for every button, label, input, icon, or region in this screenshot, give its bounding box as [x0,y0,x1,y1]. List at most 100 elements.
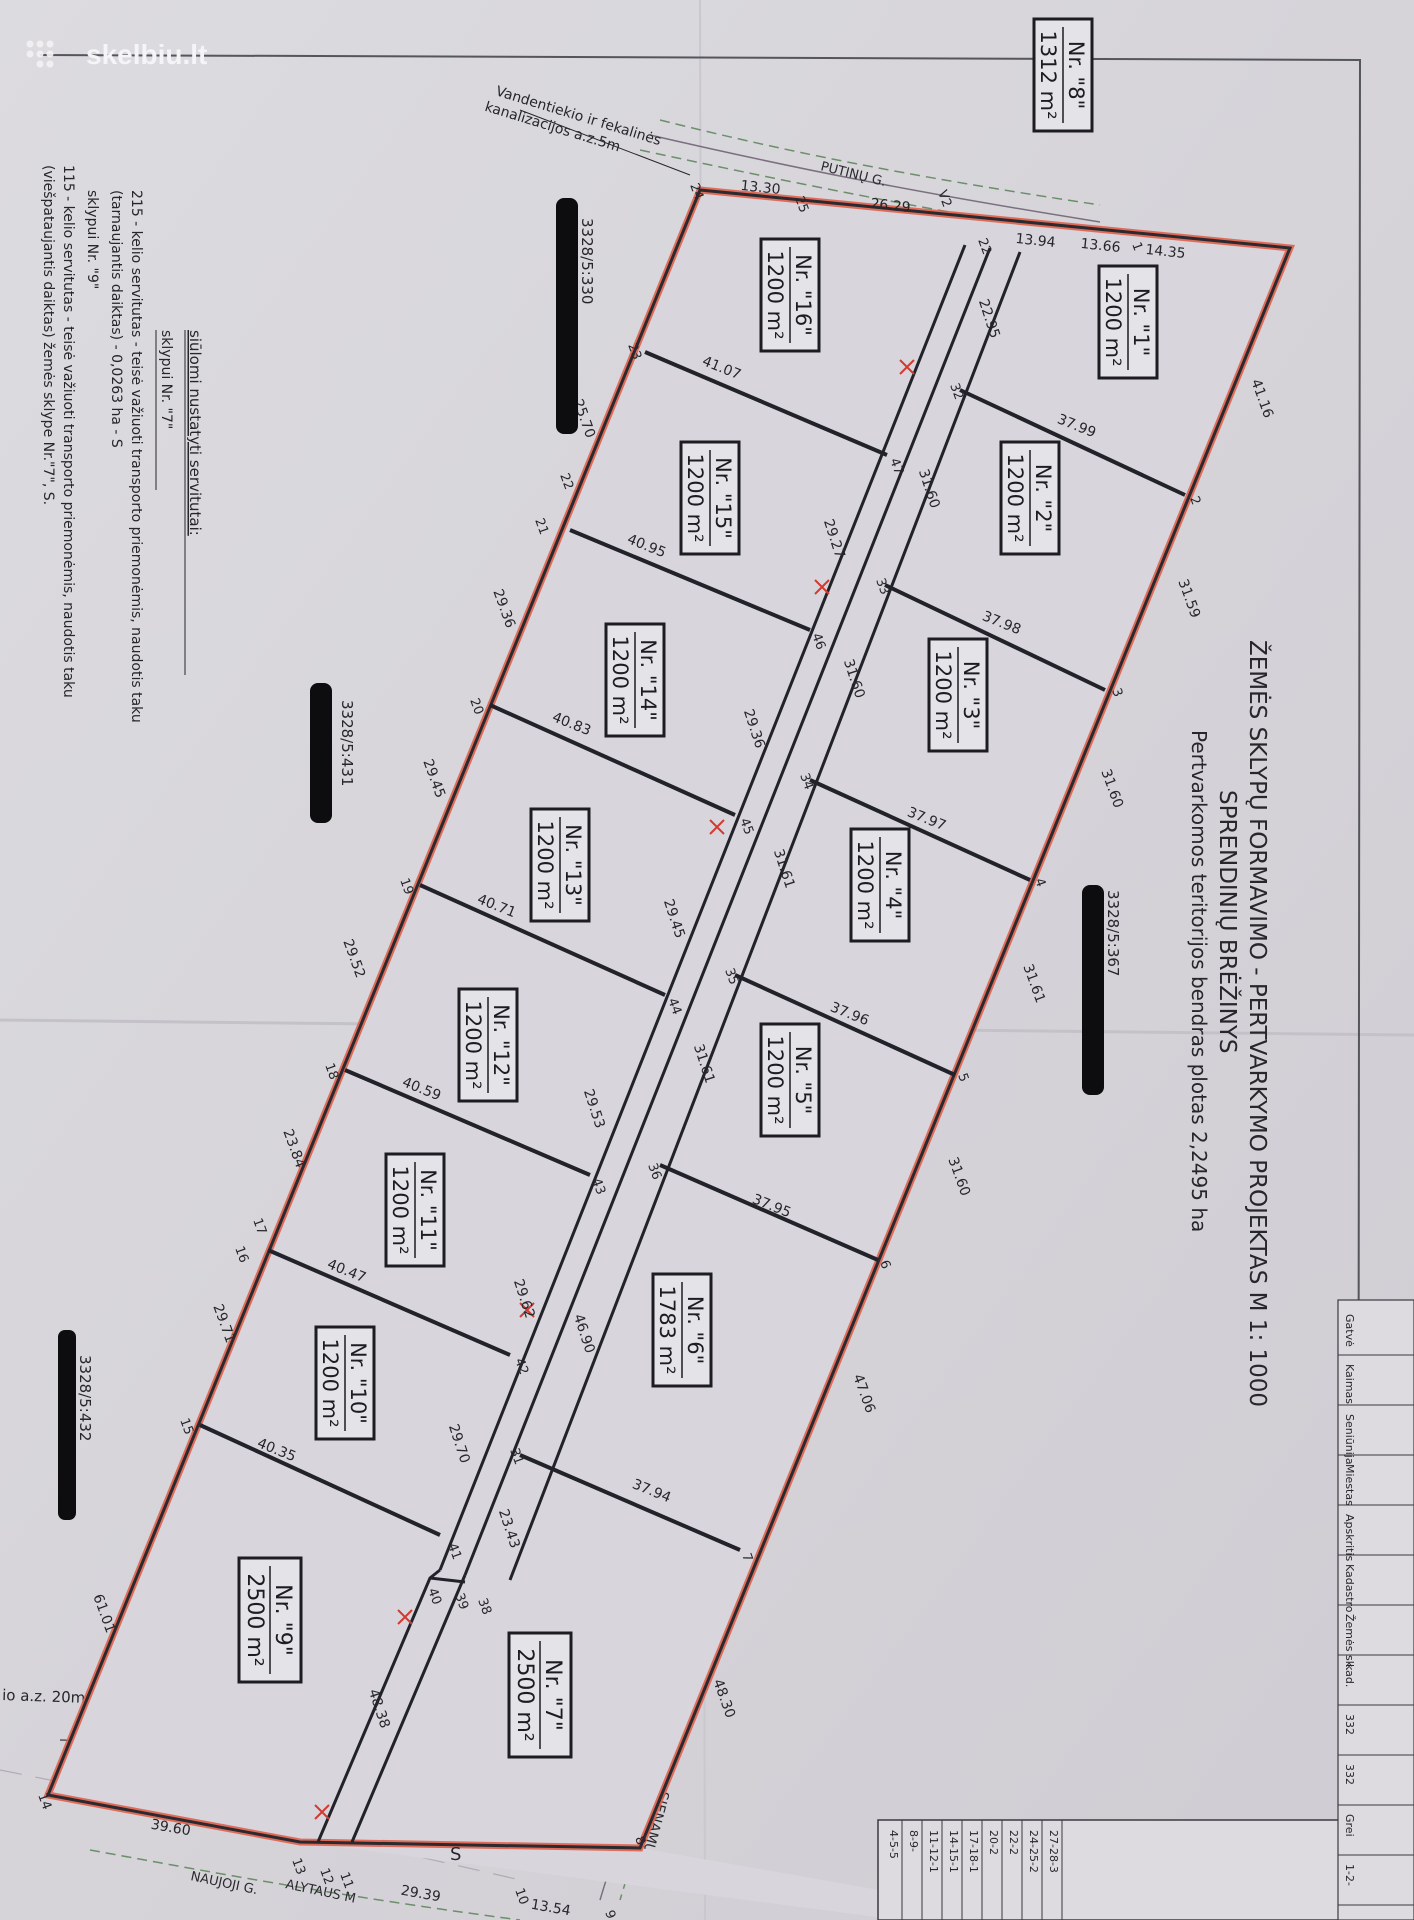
point-number: 43 [588,1176,608,1197]
neighbor-top-right: 3328/5:367 [1082,885,1122,1095]
parcel-area: 2500 m² [512,1648,537,1741]
parcel-number: Nr. "1" [1129,288,1153,356]
point-number: 39 [451,1591,471,1612]
servitude-heading: siūlomi nustatyti servitutai: [186,330,204,536]
table-cell: 11-12-1 [927,1830,940,1873]
parcel-number: Nr. "4" [881,851,905,919]
title-line-3: Pertvarkomos teritorijos bendras plotas … [1187,730,1211,1232]
servitude-215a: 215 - kelio servitutas - teisė važiuoti … [128,190,144,723]
table-cell: 20-2 [987,1830,1000,1855]
parcel-number: Nr. "6" [683,1296,707,1364]
neighbor-label-middle-left: 3328/5:431 [338,700,356,786]
servitude-parcel9: sklypui Nr. "9" [84,190,100,289]
watermark-text: skelbiu.lt [86,39,207,70]
parcel-label: Nr. "2"1200 m² [999,440,1061,556]
point-number: 47 [886,456,906,477]
parcel-number: Nr. "13" [561,824,585,906]
table-cell: 17-18-1 [967,1830,980,1873]
point-number: 19 [396,876,416,897]
site-boundary-fill [48,190,1290,1920]
point-number: 16 [231,1244,251,1265]
point-number: 22 [556,471,576,492]
point-number: 35 [721,966,741,987]
parcel-area: 1200 m² [683,454,707,543]
point-number: 14 [34,1791,54,1812]
right-edge-table: GatvėKaimasSeniūnijaMiestasApskritisKada… [1337,1299,1414,1920]
point-number: 13 [288,1856,308,1877]
title-line-1: ŽEMĖS SKLYPŲ FORMAVIMO - PERTVARKYMO PRO… [1244,640,1272,1407]
parcel-label: Nr. "7"2500 m² [507,1631,573,1759]
parcel-number: Nr. "3" [959,661,983,729]
point-number: 22 [974,236,994,257]
point-number: 12 [316,1866,336,1887]
point-number: 10 [511,1886,531,1907]
parcel-area: 2500 m² [242,1573,267,1666]
servitude-115a: 115 - kelio servitutas - teisė važiuoti … [60,165,76,698]
parcel-area: 1200 m² [763,251,787,340]
right-parcel-dividers [519,388,1186,1552]
parcel-number: Nr. "9" [270,1584,295,1656]
parcel-number: Nr. "15" [711,457,735,539]
servitude-parcel7: sklypui Nr. "7" [158,330,174,429]
parcel-number: Nr. "2" [1031,464,1055,532]
parcel-label: Nr. "8"1312 m² [1032,17,1094,133]
title-line-2: SPRENDINIŲ BRĖŽINYS [1214,790,1242,1054]
point-number: 24 [686,181,706,202]
parcel-label: Nr. "4"1200 m² [849,827,911,943]
parcel-area: 1200 m² [388,1166,412,1255]
parcel-number: Nr. "8" [1064,41,1088,109]
dots-grid-icon [26,40,54,68]
servitude-115b: (viešpataujantis daiktas) žemės sklype N… [40,165,56,505]
point-number: 21 [531,516,551,537]
parcel-label: Nr. "3"1200 m² [927,637,989,753]
point-number: 41 [444,1541,464,1562]
dimension-bottom: 39.60 [150,1817,192,1840]
servitude-notes: siūlomi nustatyti servitutai: sklypui Nr… [40,165,204,723]
parcel-number: Nr. "12" [489,1004,513,1086]
table-cell: 332 [1343,1764,1356,1785]
table-cell: Grei [1343,1814,1356,1837]
table-cell: 4-5-5 [887,1830,900,1859]
parcel-area: 1200 m² [533,821,557,910]
parcel-number: Nr. "10" [346,1342,370,1424]
letter-s: S [450,1844,461,1865]
point-number: 18 [321,1061,341,1082]
point-number: 40 [424,1586,444,1607]
parcel-label: Nr. "5"1200 m² [759,1022,821,1138]
table-cell: Apskritis [1343,1514,1356,1562]
point-number: 38 [474,1596,494,1617]
parcel-number: Nr. "16" [791,254,815,336]
point-number: 20 [466,696,486,717]
table-cell: 14-15-1 [947,1830,960,1873]
point-number: 44 [664,996,684,1017]
point-number: 9 [601,1908,618,1920]
table-cell: Kaimas [1343,1364,1356,1404]
parcel-number: Nr. "14" [636,639,660,721]
dimension-top: 26.29 [870,196,912,216]
parcel-label: Nr. "9"2500 m² [237,1556,303,1684]
point-number: 33 [872,576,892,597]
parcel-label: Nr. "12"1200 m² [457,987,519,1103]
table-cell: 27-28-3 [1047,1830,1060,1873]
point-number: V2 [934,188,954,209]
parcel-area: 1200 m² [461,1001,485,1090]
table-cell: 1-2- [1343,1864,1356,1886]
table-cell: Miestas [1343,1464,1356,1506]
parcel-number: Nr. "5" [791,1046,815,1114]
table-cell: Seniūnija [1343,1414,1356,1465]
right-table-cells: GatvėKaimasSeniūnijaMiestasApskritisKada… [1338,1314,1414,1906]
dimension-bottom: 29.39 [400,1883,442,1906]
point-number: 46 [808,631,828,652]
table-cell: Gatvė [1343,1314,1356,1347]
point-number: 15 [176,1416,196,1437]
parcel-area: 1200 m² [1101,278,1125,367]
utility-leader [519,109,691,176]
point-number: 17 [249,1216,269,1237]
servitude-215b: (tarnaujantis daiktas) - 0,0263 ha - S [108,190,124,448]
site-boundary-line [45,188,1293,1850]
title-block: ŽEMĖS SKLYPŲ FORMAVIMO - PERTVARKYMO PRO… [1187,640,1272,1407]
parcel-label: Nr. "15"1200 m² [679,440,741,556]
